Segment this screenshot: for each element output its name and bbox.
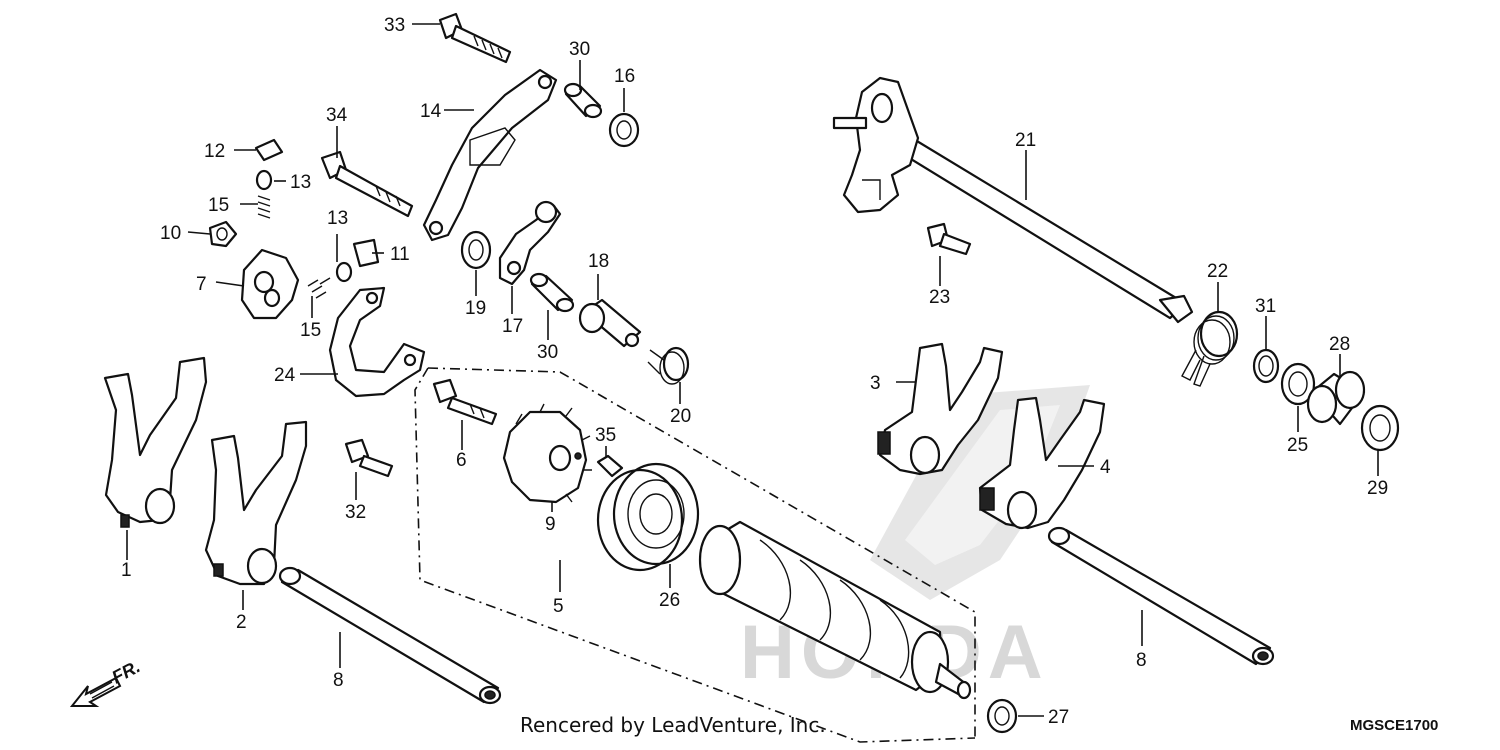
- callout-33: 33: [384, 15, 405, 36]
- shift-drum-gear-9: [502, 403, 592, 504]
- callout-13-top: 13: [290, 172, 311, 193]
- callout-5: 5: [553, 596, 564, 617]
- callout-3: 3: [870, 373, 881, 394]
- collar-30-bottom: [529, 272, 575, 313]
- bolt-23: [926, 222, 972, 256]
- callout-34: 34: [326, 105, 348, 126]
- callout-18: 18: [588, 251, 609, 272]
- bolt-33: [438, 12, 512, 64]
- bushing-27: [986, 698, 1018, 734]
- oil-seal-29: [1360, 404, 1400, 452]
- callout-15-mid: 15: [300, 320, 321, 341]
- needle-bearing-28: [1306, 370, 1366, 426]
- spring-15-mid: [307, 277, 331, 299]
- shift-fork-2: [204, 420, 308, 586]
- guide-plate-24: [328, 286, 426, 398]
- callout-6: 6: [456, 450, 467, 471]
- callout-20: 20: [670, 406, 691, 427]
- spring-15-top: [257, 195, 271, 219]
- callout-17: 17: [502, 316, 523, 337]
- callout-19: 19: [465, 298, 486, 319]
- callout-16: 16: [614, 66, 635, 87]
- callout-2: 2: [236, 612, 247, 633]
- shift-drum-assembly-outline: [414, 367, 976, 743]
- bolt-6: [432, 378, 498, 426]
- callout-24: 24: [274, 365, 296, 386]
- callout-7: 7: [196, 274, 207, 295]
- bolt-32: [344, 438, 394, 478]
- shift-fork-1: [103, 356, 208, 528]
- callout-13-mid: 13: [327, 208, 348, 229]
- bearing-26: [596, 462, 700, 572]
- shift-drum-5: [698, 520, 972, 700]
- callout-9: 9: [545, 514, 556, 535]
- front-direction-indicator: FR.: [69, 656, 143, 707]
- return-spring: [1181, 310, 1239, 387]
- pin-12: [254, 138, 284, 162]
- washer-25: [1280, 362, 1316, 406]
- callout-4: 4: [1100, 457, 1111, 478]
- callout-10: 10: [160, 223, 181, 244]
- stopper-arm-17: [498, 200, 562, 286]
- callout-8-right: 8: [1136, 650, 1147, 671]
- callout-26: 26: [659, 590, 680, 611]
- pin-35: [596, 454, 624, 478]
- callout-12: 12: [204, 141, 225, 162]
- collar-30-top: [563, 82, 603, 119]
- callout-27: 27: [1048, 707, 1069, 728]
- callout-14: 14: [420, 101, 442, 122]
- callout-21: 21: [1015, 130, 1036, 151]
- gearshift-spindle: [832, 76, 1194, 324]
- callout-1: 1: [121, 560, 132, 581]
- callout-35: 35: [595, 425, 616, 446]
- drum-stopper-plate: [422, 68, 558, 242]
- bushing-16: [608, 112, 640, 148]
- callout-11: 11: [390, 244, 410, 265]
- roller-13-mid: [335, 261, 353, 283]
- drum-center-7: [240, 248, 300, 320]
- callout-numbers: 1 2 3 4 5 6 7 8 8 9 10 11 12 13 13 14 15…: [121, 15, 1388, 728]
- roller-13-top: [255, 169, 273, 191]
- callout-30-top: 30: [569, 39, 590, 60]
- washer-19: [460, 230, 492, 270]
- rendered-by-credit: Rencered by LeadVenture, Inc.: [520, 713, 826, 737]
- callout-8-left: 8: [333, 670, 344, 691]
- callout-32: 32: [345, 502, 366, 523]
- callout-29: 29: [1367, 478, 1388, 499]
- stopper-11: [352, 238, 380, 268]
- leader-lines: [126, 23, 1379, 717]
- stopper-spring-20: [647, 346, 690, 385]
- diagram-code: MGSCE1700: [1350, 717, 1438, 734]
- circlip-31: [1252, 348, 1280, 384]
- callout-23: 23: [929, 287, 950, 308]
- nut-10: [208, 220, 238, 248]
- shift-fork-4: [978, 396, 1106, 530]
- callout-22: 22: [1207, 261, 1228, 282]
- bolt-34: [320, 150, 414, 218]
- callout-28: 28: [1329, 334, 1350, 355]
- callout-25: 25: [1287, 435, 1308, 456]
- callout-31: 31: [1255, 296, 1276, 317]
- pivot-bolt-18: [578, 298, 642, 348]
- callout-30-bottom: 30: [537, 342, 558, 363]
- shift-fork-3: [877, 342, 1004, 476]
- fork-shaft-left: [278, 566, 502, 705]
- callout-15-top: 15: [208, 195, 229, 216]
- fork-shaft-right: [1047, 526, 1275, 666]
